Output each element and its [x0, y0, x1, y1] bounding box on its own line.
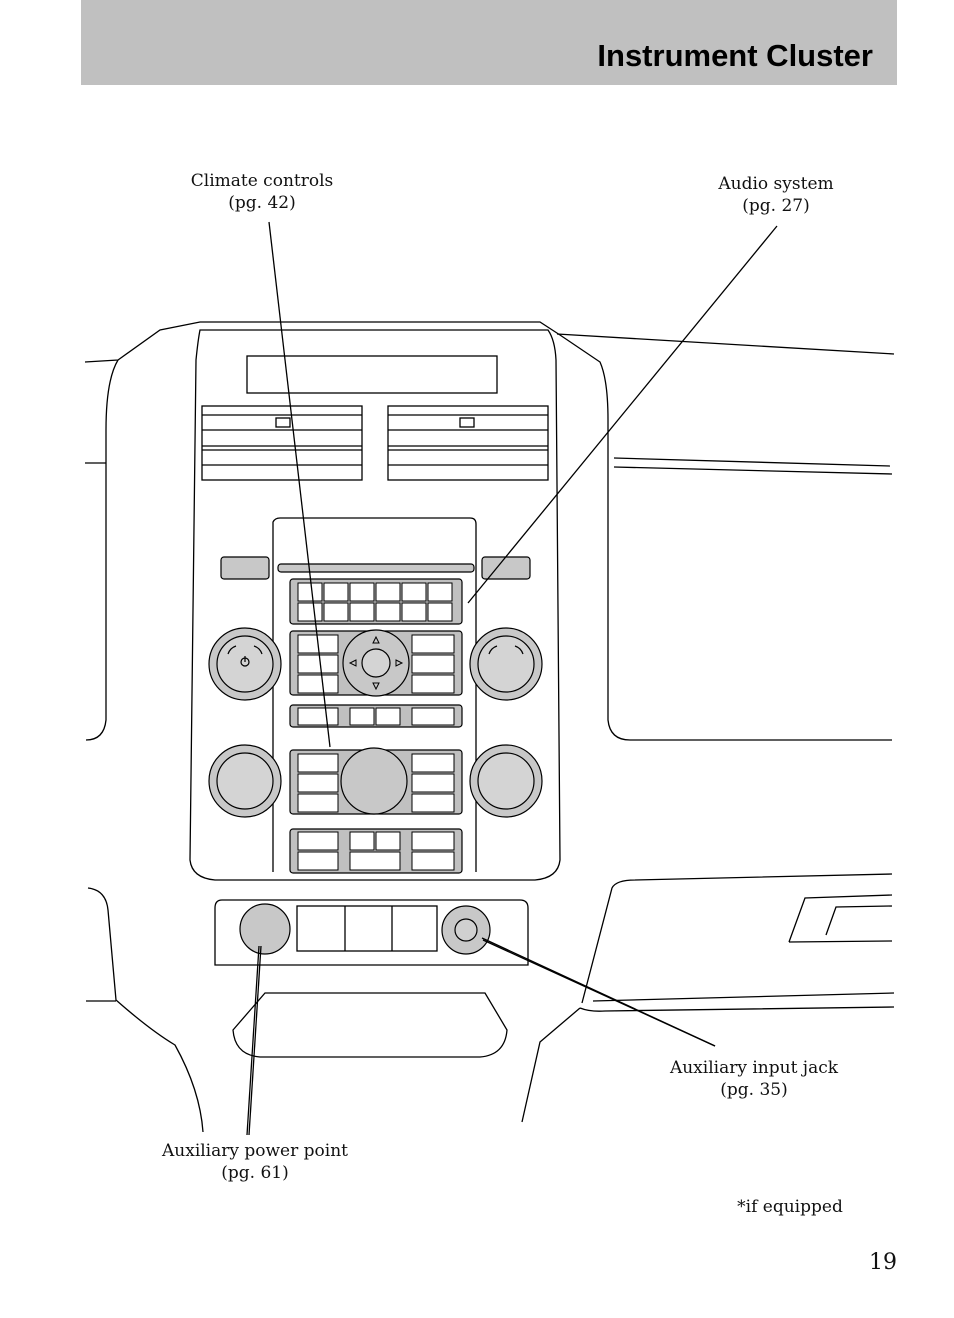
power-point-leader-line	[246, 945, 260, 1136]
power-point-label: Auxiliary power point	[162, 1141, 348, 1161]
power-point-page: (pg. 61)	[221, 1163, 289, 1183]
header-band: Instrument Cluster	[81, 0, 897, 85]
audio-system-callout: Audio system (pg. 27)	[676, 173, 876, 217]
audio-system-label: Audio system	[718, 174, 834, 194]
climate-leader-line	[268, 221, 331, 748]
aux-input-jack-page: (pg. 35)	[720, 1080, 788, 1100]
climate-controls-page: (pg. 42)	[228, 193, 296, 213]
aux-input-jack-callout: Auxiliary input jack (pg. 35)	[654, 1057, 854, 1101]
power-point-callout: Auxiliary power point (pg. 61)	[145, 1140, 365, 1184]
power-point-socket	[239, 903, 291, 955]
audio-system-page: (pg. 27)	[742, 196, 810, 216]
aux-input-jack-label: Auxiliary input jack	[669, 1058, 839, 1078]
audio-leader-line	[467, 225, 778, 604]
page-title: Instrument Cluster	[597, 38, 873, 73]
page-number: 19	[869, 1250, 897, 1275]
climate-controls-callout: Climate controls (pg. 42)	[162, 170, 362, 214]
climate-controls-label: Climate controls	[190, 171, 334, 191]
footnote: *if equipped	[737, 1197, 843, 1217]
